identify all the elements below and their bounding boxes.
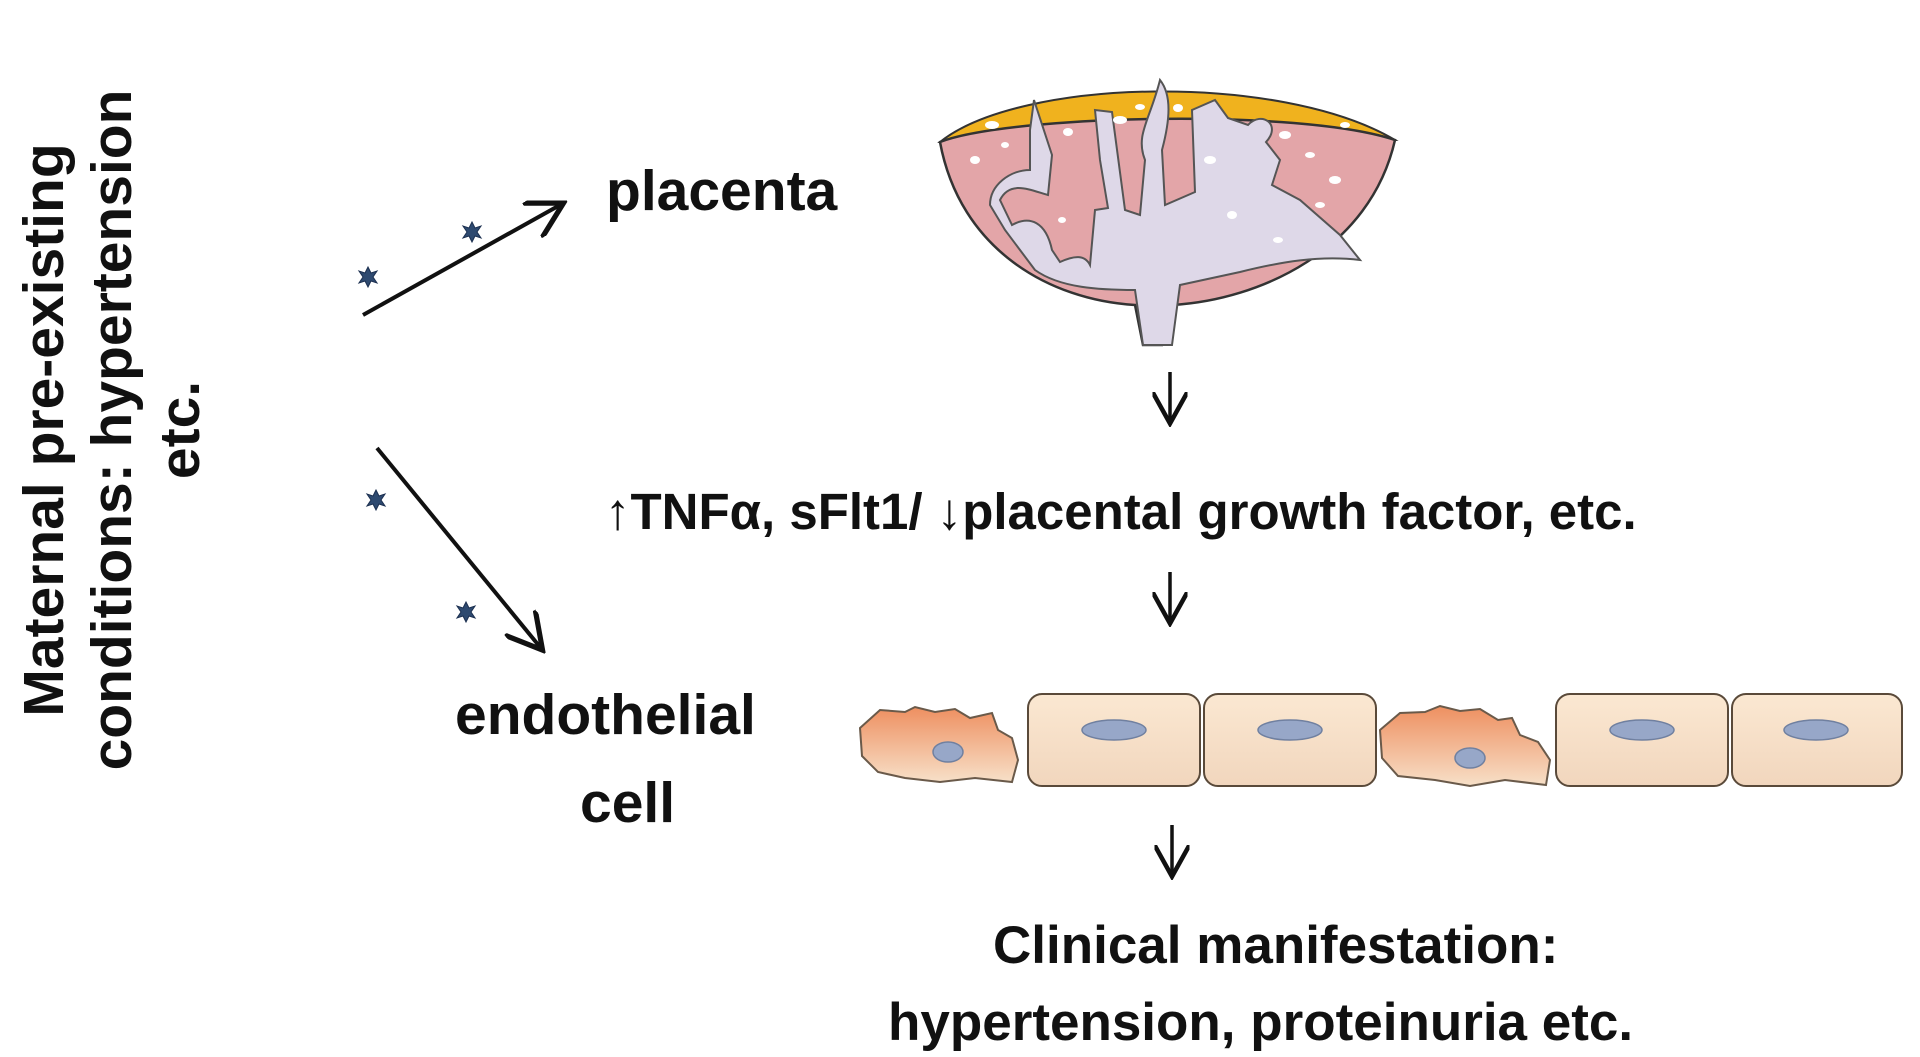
factors-label: ↑TNFα, sFlt1/ ↓placental growth factor, … (605, 483, 1637, 540)
arrow-to-endothelial (375, 446, 540, 647)
nucleus (932, 741, 964, 763)
star-marker-icon (358, 266, 378, 288)
star-marker-icon (366, 489, 386, 511)
nucleus (1454, 747, 1486, 769)
nucleus (1783, 719, 1849, 741)
endothelial-cell-illustration (858, 693, 1903, 788)
clinical-label-line2: hypertension, proteinuria etc. (888, 993, 1634, 1052)
nucleus (1257, 719, 1323, 741)
star-marker-icon (462, 221, 482, 243)
placenta-label: placenta (606, 159, 838, 223)
clinical-label-line1: Clinical manifestation: (993, 916, 1559, 975)
arrow-to-placenta (362, 205, 560, 317)
damaged-cell (1378, 704, 1552, 788)
nucleus (1081, 719, 1147, 741)
placenta-illustration (937, 77, 1399, 347)
star-marker-icon (456, 601, 476, 623)
nucleus (1609, 719, 1675, 741)
endothelial-label-line1: endothelial (455, 683, 756, 747)
endothelial-label-line2: cell (580, 771, 676, 835)
